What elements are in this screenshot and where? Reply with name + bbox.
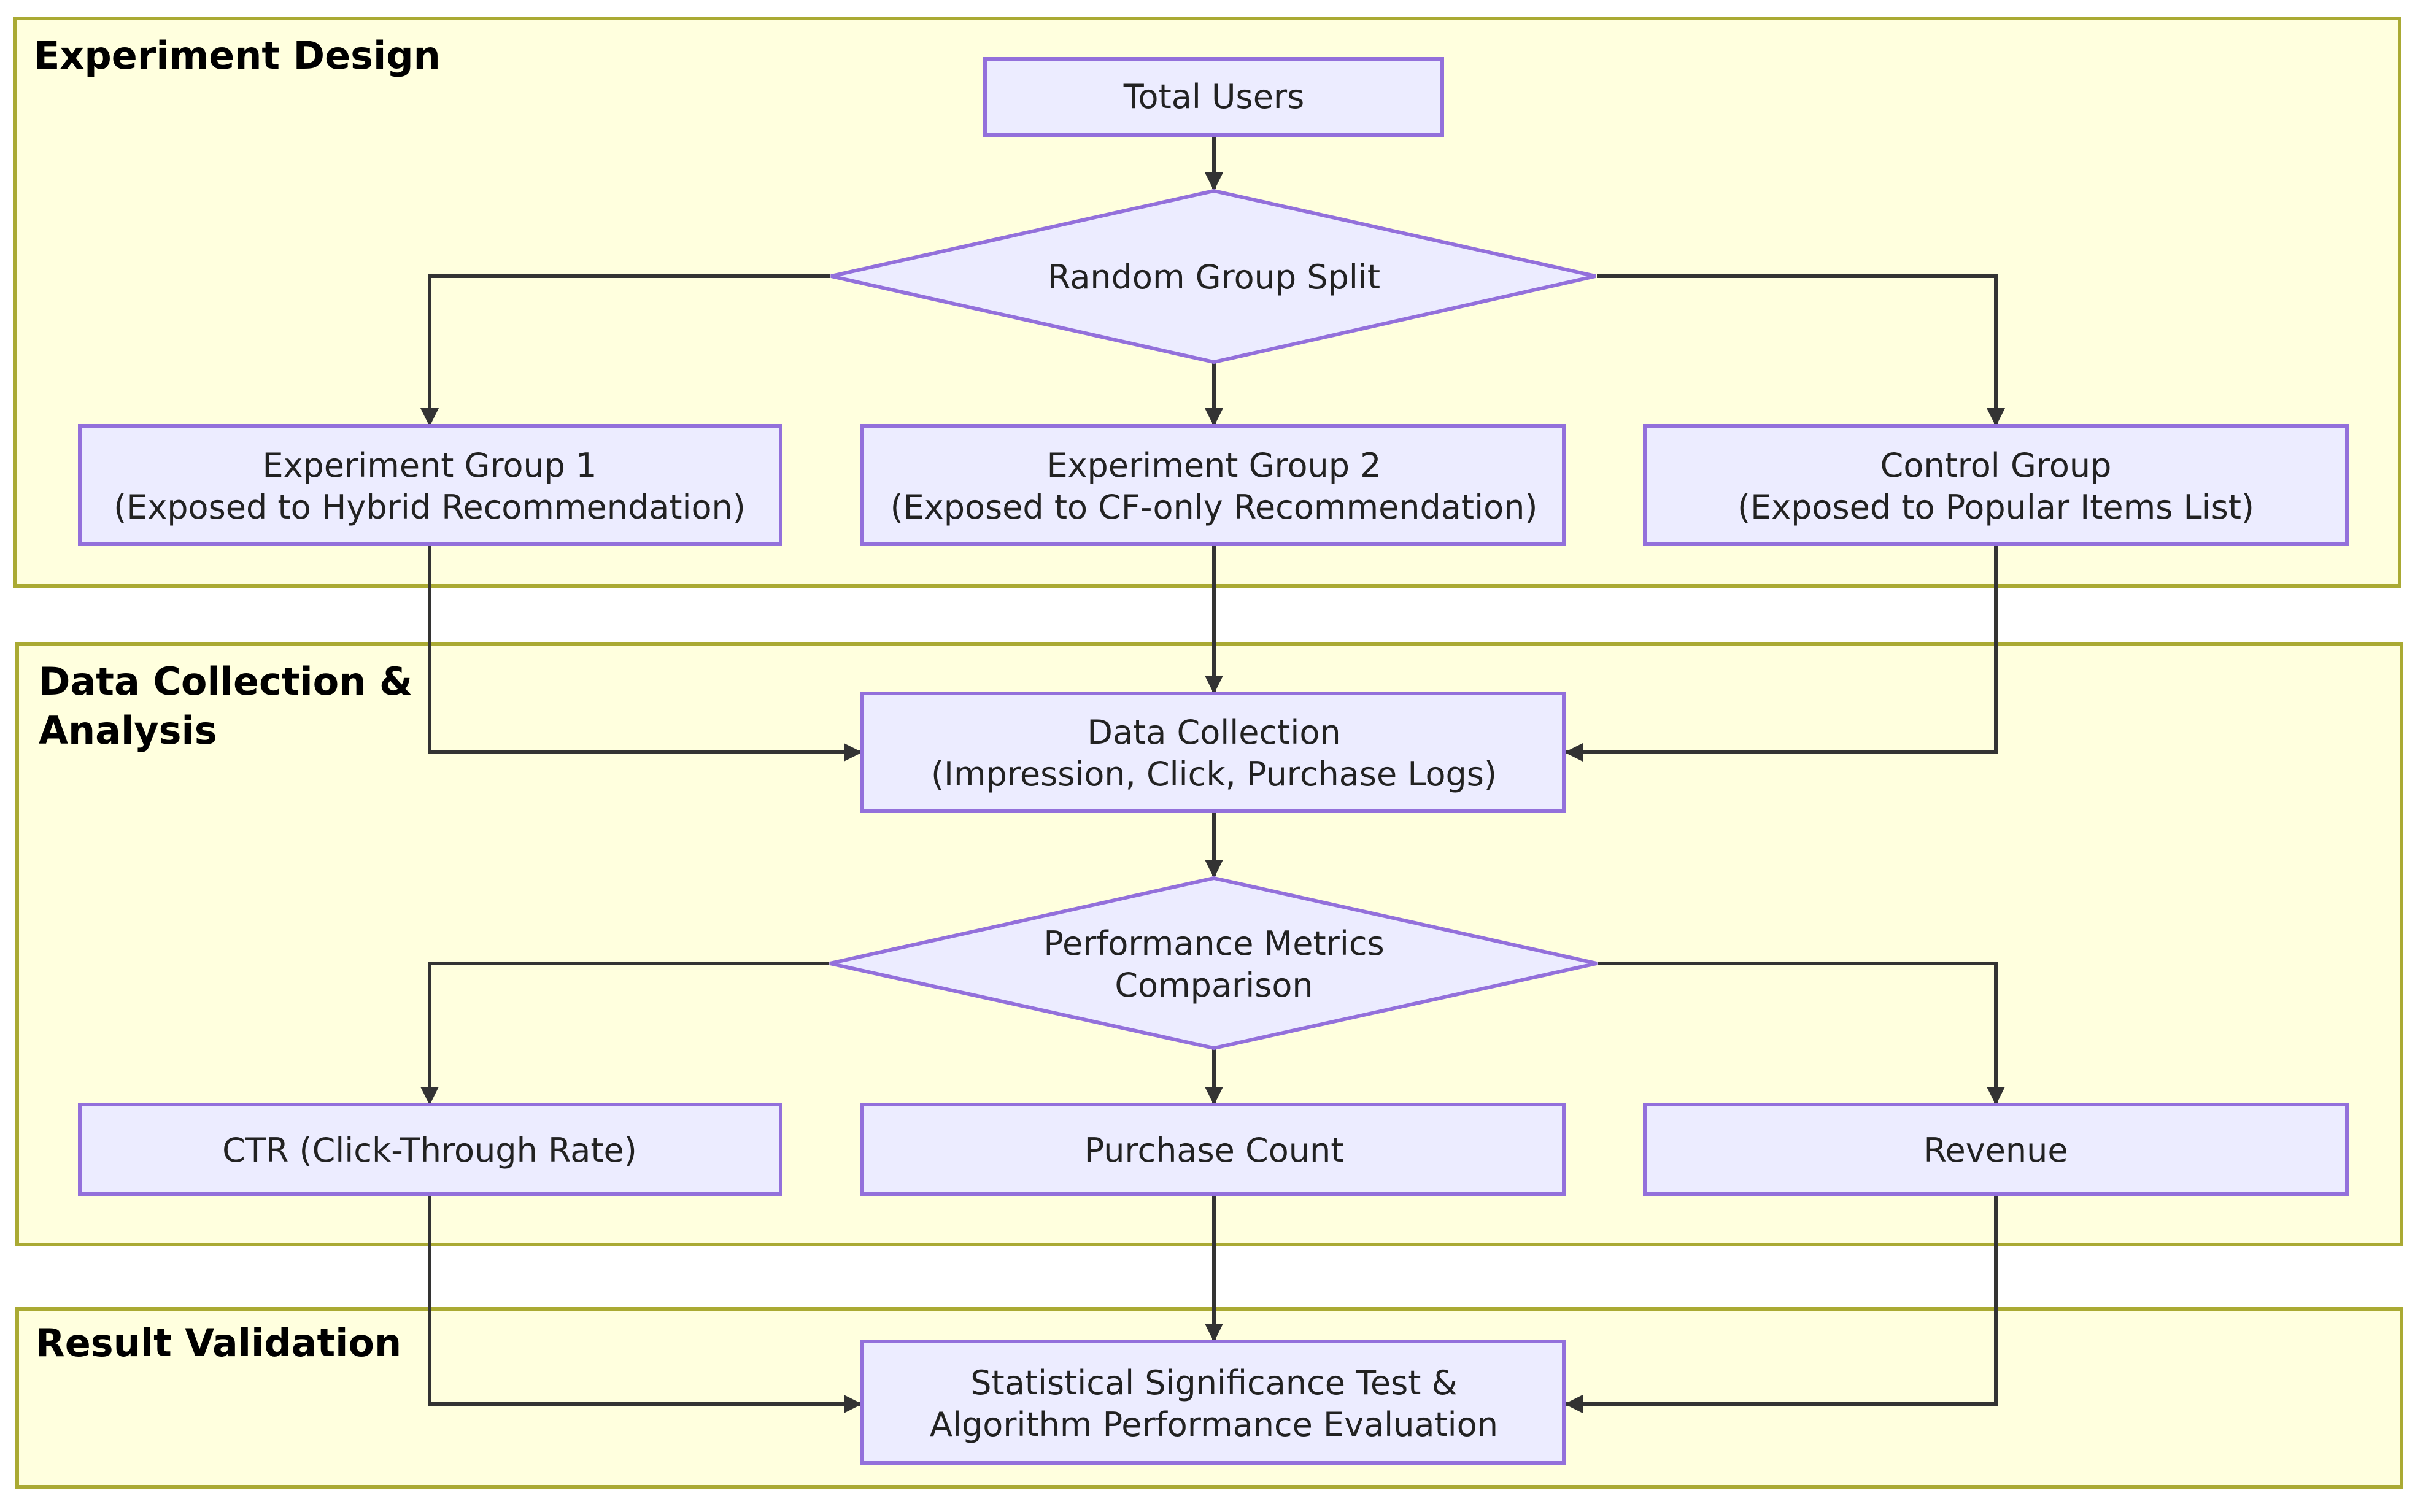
node-experiment-group-2: Experiment Group 2 (Exposed to CF-only R…: [860, 424, 1566, 546]
edge-ctr-to-stat: [428, 1194, 862, 1413]
node-total-users: Total Users: [983, 57, 1444, 137]
node-purchase-count: Purchase Count: [860, 1103, 1566, 1196]
node-ctr-label: CTR (Click-Through Rate): [222, 1131, 637, 1170]
node-data-collection-line1: Data Collection: [1087, 713, 1340, 752]
cluster-title-data-collection-line2: Analysis: [39, 708, 217, 753]
node-experiment-group-1-line1: Experiment Group 1: [262, 446, 597, 485]
edge-revenue-to-stat: [1564, 1194, 1998, 1413]
node-performance-metrics-line1: Performance Metrics: [1043, 924, 1384, 963]
node-revenue: Revenue: [1643, 1103, 2349, 1196]
edge-control-to-collection: [1564, 544, 1998, 762]
node-data-collection: Data Collection (Impression, Click, Purc…: [860, 692, 1566, 813]
node-control-group-line1: Control Group: [1880, 446, 2112, 485]
node-data-collection-line2: (Impression, Click, Purchase Logs): [931, 755, 1497, 793]
node-purchase-count-label: Purchase Count: [1084, 1131, 1344, 1170]
node-statistical-test-line1: Statistical Significance Test &: [970, 1364, 1457, 1402]
edges: [420, 135, 2005, 1413]
edge-group1-to-collection: [428, 544, 862, 762]
node-statistical-test: Statistical Significance Test & Algorith…: [860, 1340, 1566, 1465]
node-random-group-split-label: Random Group Split: [1048, 258, 1380, 296]
node-experiment-group-1-line2: (Exposed to Hybrid Recommendation): [114, 488, 746, 526]
node-experiment-group-2-line2: (Exposed to CF-only Recommendation): [891, 488, 1538, 526]
edge-metrics-to-revenue: [1598, 962, 2005, 1105]
node-total-users-label: Total Users: [1123, 77, 1305, 116]
cluster-title-experiment-design: Experiment Design: [34, 33, 441, 78]
node-experiment-group-2-line1: Experiment Group 2: [1046, 446, 1381, 485]
node-experiment-group-1: Experiment Group 1 (Exposed to Hybrid Re…: [78, 424, 782, 546]
cluster-title-data-collection-line1: Data Collection &: [39, 659, 412, 704]
node-control-group: Control Group (Exposed to Popular Items …: [1643, 424, 2349, 546]
node-revenue-label: Revenue: [1923, 1131, 2068, 1170]
edge-split-to-control: [1597, 274, 2005, 426]
edge-split-to-group1: [420, 274, 830, 426]
node-performance-metrics-line2: Comparison: [1115, 966, 1313, 1005]
node-performance-metrics: Performance Metrics Comparison: [829, 876, 1598, 1051]
node-control-group-line2: (Exposed to Popular Items List): [1737, 488, 2254, 526]
node-random-group-split: Random Group Split: [830, 188, 1596, 364]
node-statistical-test-line2: Algorithm Performance Evaluation: [930, 1405, 1498, 1444]
edge-metrics-to-ctr: [420, 962, 829, 1105]
cluster-title-result-validation: Result Validation: [36, 1321, 401, 1365]
node-ctr: CTR (Click-Through Rate): [78, 1103, 782, 1196]
